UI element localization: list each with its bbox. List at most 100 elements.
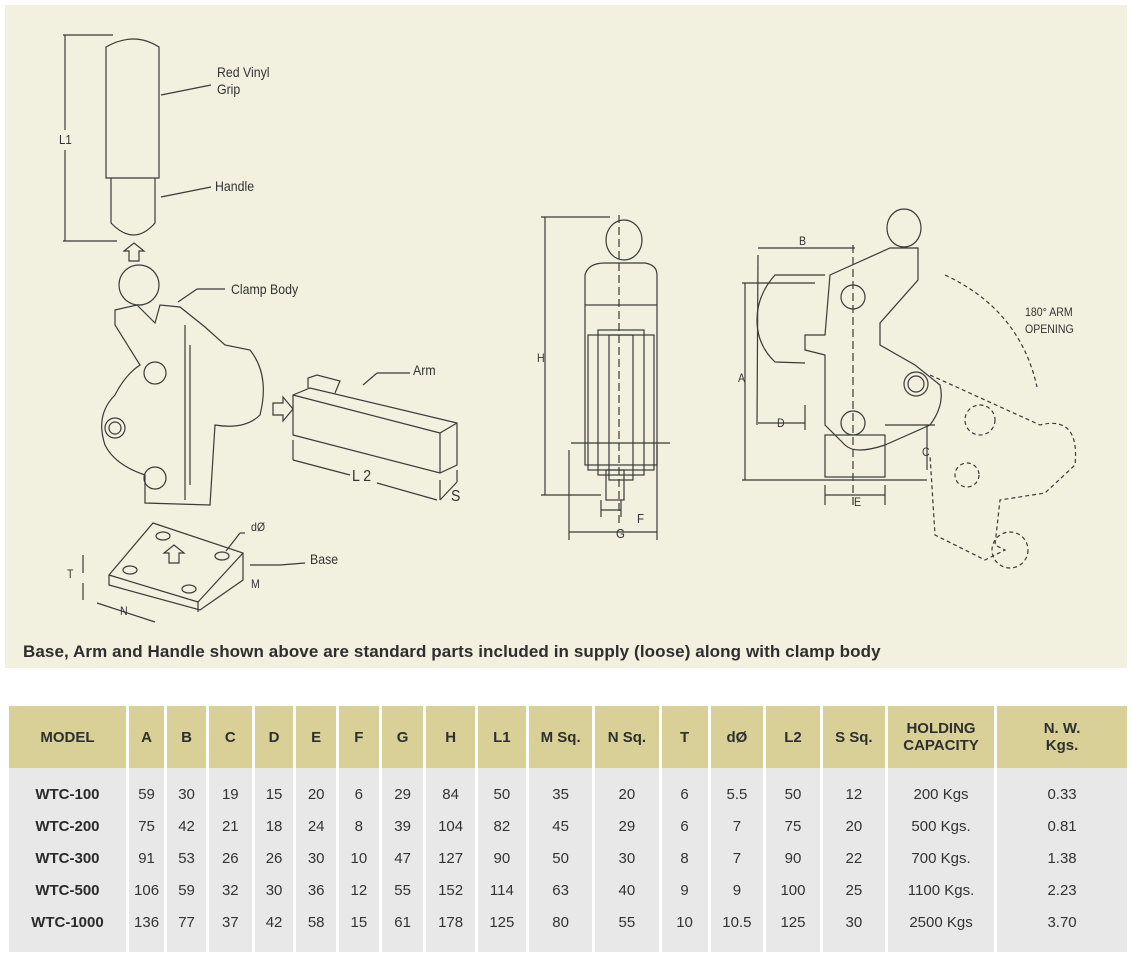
value-cell: 2.23 [997,874,1127,906]
model-cell: WTC-1000 [9,906,126,952]
value-cell: 37 [208,906,252,952]
dim-label-g: G [616,526,625,541]
value-cell: 125 [477,906,526,952]
value-cell: 90 [477,842,526,874]
value-cell: 39 [381,810,424,842]
value-cell: 55 [381,874,424,906]
value-cell: 15 [254,768,294,810]
model-cell: WTC-300 [9,842,126,874]
col-header: E [296,706,336,768]
value-cell: 61 [381,906,424,952]
value-cell: 77 [167,906,206,952]
col-header: G [381,706,424,768]
value-cell: 104 [426,810,475,842]
value-cell: 58 [296,906,336,952]
clamp-body-drawing [101,264,294,506]
value-cell: 12 [822,768,885,810]
label-arm-opening: 180° ARM OPENING [1025,305,1074,336]
col-header: H [426,706,475,768]
value-cell: 40 [595,874,659,906]
value-cell: 10 [661,906,708,952]
value-cell: 6 [661,810,708,842]
value-cell: 82 [477,810,526,842]
col-header: A [128,706,165,768]
value-cell: 12 [339,874,379,906]
dim-label-m: M [251,577,260,591]
standard-parts-note: Base, Arm and Handle shown above are sta… [23,642,881,661]
col-header: L1 [477,706,526,768]
dim-label-l1: L1 [59,132,72,147]
col-header-net-weight: N. W. Kgs. [997,706,1127,768]
col-header: D [254,706,294,768]
col-header: M Sq. [528,706,593,768]
value-cell: 75 [128,810,165,842]
value-cell: 500 Kgs. [887,810,995,842]
value-cell: 29 [381,768,424,810]
value-cell: 50 [766,768,820,810]
value-cell: 700 Kgs. [887,842,995,874]
value-cell: 30 [296,842,336,874]
value-cell: 152 [426,874,475,906]
specification-table: MODEL A B C D E F G H L1 M Sq. N Sq. T d… [6,706,1130,952]
col-header: C [208,706,252,768]
value-cell: 18 [254,810,294,842]
value-cell: 29 [595,810,659,842]
value-cell: 80 [528,906,593,952]
value-cell: 100 [766,874,820,906]
dim-label-s: S [451,488,461,505]
value-cell: 15 [339,906,379,952]
col-header: dØ [710,706,764,768]
value-cell: 0.33 [997,768,1127,810]
dim-label-a: A [738,371,746,385]
dim-label-t: T [67,567,74,581]
value-cell: 9 [710,874,764,906]
value-cell: 59 [128,768,165,810]
value-cell: 10.5 [710,906,764,952]
dim-label-e: E [854,495,862,509]
value-cell: 55 [595,906,659,952]
label-red-vinyl-grip: Red Vinyl Grip [217,64,270,97]
value-cell: 8 [661,842,708,874]
value-cell: 9 [661,874,708,906]
value-cell: 136 [128,906,165,952]
dim-label-f: F [637,511,644,526]
dim-label-d: D [777,416,785,430]
value-cell: 30 [822,906,885,952]
value-cell: 91 [128,842,165,874]
dim-label-c: C [922,445,930,459]
value-cell: 30 [167,768,206,810]
value-cell: 63 [528,874,593,906]
value-cell: 200 Kgs [887,768,995,810]
value-cell: 42 [167,810,206,842]
value-cell: 114 [477,874,526,906]
table-header-row: MODEL A B C D E F G H L1 M Sq. N Sq. T d… [9,706,1127,768]
value-cell: 5.5 [710,768,764,810]
value-cell: 1.38 [997,842,1127,874]
value-cell: 30 [254,874,294,906]
value-cell: 45 [528,810,593,842]
col-header: F [339,706,379,768]
value-cell: 32 [208,874,252,906]
col-header: B [167,706,206,768]
value-cell: 178 [426,906,475,952]
value-cell: 50 [528,842,593,874]
model-cell: WTC-200 [9,810,126,842]
value-cell: 7 [710,842,764,874]
value-cell: 127 [426,842,475,874]
value-cell: 50 [477,768,526,810]
label-arm: Arm [413,362,436,378]
value-cell: 59 [167,874,206,906]
col-header-holding-capacity: HOLDING CAPACITY [887,706,995,768]
value-cell: 42 [254,906,294,952]
base-drawing [82,522,306,623]
value-cell: 75 [766,810,820,842]
dim-label-d-dia: dØ [251,520,266,534]
technical-drawing [63,34,1077,623]
model-cell: WTC-500 [9,874,126,906]
side-view-drawing [742,208,1077,569]
value-cell: 53 [167,842,206,874]
